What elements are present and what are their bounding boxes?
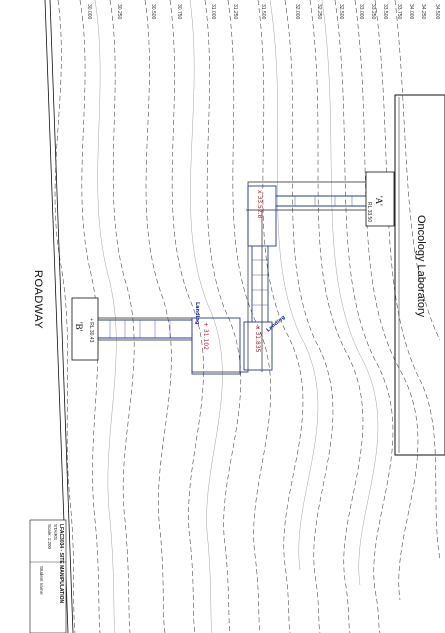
stair-path-blue <box>98 185 366 375</box>
roadway-edge-line <box>49 0 74 633</box>
contour-label: 34.250 <box>420 4 426 20</box>
contour-line <box>109 0 135 633</box>
point-b-label: 'B' <box>74 322 84 332</box>
contour-label: 30.500 <box>150 4 156 20</box>
point-b-box <box>71 297 99 361</box>
upper-landing-outline <box>247 185 277 247</box>
contour-line <box>189 0 223 633</box>
stair-outline-segment <box>98 181 366 373</box>
point-a-label: 'A' <box>374 196 384 206</box>
title-block-subtitle: STAIRS <box>53 524 58 540</box>
contour-labels: 30.000 30.250 30.500 30.750 31.000 31.25… <box>86 4 440 20</box>
contour-label: 33.500 <box>382 4 388 20</box>
contour-label: 34.000 <box>408 4 414 20</box>
contour-label: 33.250 <box>370 4 376 20</box>
contour-line <box>309 0 364 633</box>
upper-spot-level: x 33.52.8 <box>256 190 263 219</box>
building-outline <box>394 94 445 456</box>
lower-landing-outline <box>243 321 273 371</box>
contour-label: 30.250 <box>116 4 122 20</box>
contour-label: 31.250 <box>232 4 238 20</box>
contour-label: 30.000 <box>86 4 92 20</box>
point-a-rl: RL 33.50 <box>366 202 372 222</box>
contour-line <box>144 0 172 633</box>
contour-label: 33.000 <box>358 4 364 20</box>
contour-label: 32.250 <box>316 4 322 20</box>
title-block-frame <box>29 519 67 633</box>
middle-landing-outline <box>191 317 241 375</box>
contour-label: 31.500 <box>260 4 266 20</box>
title-block: LFAC3034 - SITE MANIPULATION STAIRS Scal… <box>29 519 67 633</box>
contour-label: 34.500 <box>434 4 440 20</box>
contour-line <box>374 0 441 561</box>
contour-line <box>269 0 319 571</box>
point-a-box <box>365 171 395 227</box>
contour-line <box>169 0 204 633</box>
stair-path-outline <box>98 181 366 373</box>
title-block-scale: Scale: 1:200 <box>47 524 52 550</box>
contour-line <box>257 0 304 633</box>
contour-line <box>54 0 76 633</box>
title-block-student: Student name: <box>39 566 44 595</box>
middle-spot-level: + 31.102 <box>202 322 209 350</box>
point-b-rl: + RL 30.43 <box>88 318 94 343</box>
contour-line <box>284 0 334 633</box>
contour-label: 31.000 <box>210 4 216 20</box>
contour-lines-solid <box>94 0 379 633</box>
landing-note: Landing <box>194 302 200 325</box>
roadway-label: ROADWAY <box>32 270 44 329</box>
building-label: Oncology Laboratory <box>415 215 427 318</box>
contour-line <box>204 0 242 633</box>
lower-spot-level: x 31.835 <box>254 326 261 353</box>
contour-line <box>94 0 117 633</box>
contour-label: 32.500 <box>338 4 344 20</box>
title-block-title: LFAC3034 - SITE MANIPULATION <box>58 524 64 603</box>
contour-line <box>394 0 441 341</box>
stair-treads <box>109 196 353 338</box>
contour-lines <box>54 0 441 633</box>
contour-label: 32.000 <box>294 4 300 20</box>
contour-line <box>334 0 394 633</box>
contour-line <box>227 0 272 633</box>
contour-label: 30.750 <box>176 4 182 20</box>
contour-line <box>321 0 379 586</box>
contour-label: 33.750 <box>396 4 402 20</box>
